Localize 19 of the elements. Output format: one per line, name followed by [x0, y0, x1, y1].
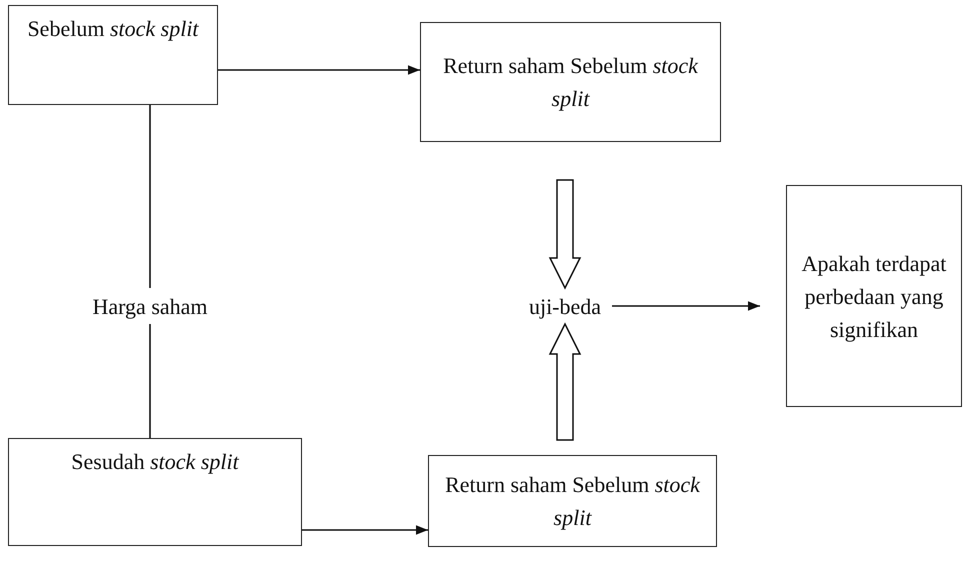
box-text: Apakah terdapat perbedaan yang signifikan: [800, 250, 948, 344]
process-box: [8, 438, 302, 546]
connector-line: [149, 324, 151, 438]
arrow: [218, 65, 420, 75]
block-arrow: [548, 179, 582, 290]
process-box: [420, 22, 721, 142]
box-text: Sesudah stock split: [71, 448, 239, 476]
node-label: uji-beda: [528, 292, 602, 321]
box-text: Return saham Sebelum stock split: [442, 52, 700, 113]
process-box: [8, 5, 218, 105]
connector-line: [149, 105, 151, 288]
arrow: [612, 301, 760, 311]
arrow: [302, 525, 428, 535]
node-label: Harga saham: [92, 292, 208, 321]
process-box: [786, 185, 962, 407]
box-text: Sebelum stock split: [27, 15, 199, 43]
box-text: Return saham Sebelum stock split: [444, 471, 702, 532]
process-box: [428, 455, 717, 547]
block-arrow: [548, 322, 582, 441]
